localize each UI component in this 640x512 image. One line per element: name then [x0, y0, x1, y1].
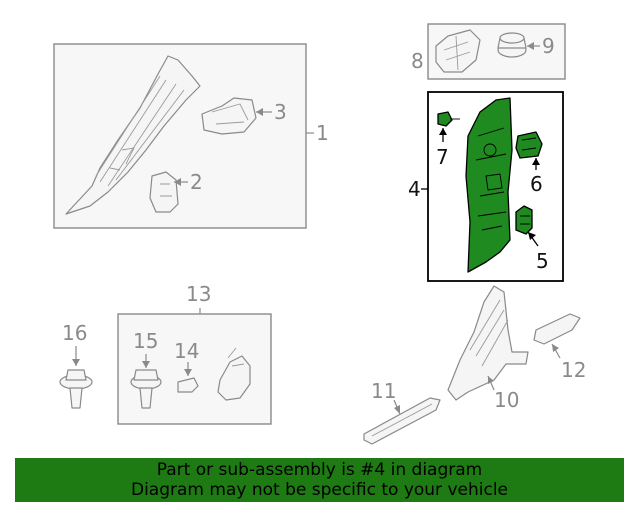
arrow-2 — [174, 178, 181, 186]
arrow-11 — [394, 405, 400, 414]
banner-line-1: Part or sub-assembly is #4 in diagram — [156, 460, 483, 480]
callout-4: 4 — [408, 177, 421, 201]
arrow-12 — [552, 344, 559, 352]
callout-1: 1 — [316, 121, 329, 145]
parts-diagram: 1 2 3 4 5 6 7 8 9 10 11 12 13 14 15 16 — [53, 23, 586, 445]
part-6-clip — [515, 131, 543, 159]
callout-10: 10 — [494, 388, 519, 412]
callout-5: 5 — [536, 249, 549, 273]
callout-13: 13 — [186, 282, 211, 306]
part-11-scuff-plate — [363, 397, 441, 445]
part-7-screw — [437, 111, 460, 127]
callout-8: 8 — [411, 49, 424, 73]
part-8-bracket — [435, 29, 481, 73]
arrow-5 — [528, 232, 536, 240]
part-15-clip — [130, 369, 162, 409]
arrow-10 — [488, 376, 494, 384]
callout-3: 3 — [274, 100, 287, 124]
arrow-16 — [72, 359, 80, 366]
banner-line-2: Diagram may not be specific to your vehi… — [130, 480, 508, 500]
pillar-upper-trim — [65, 55, 201, 215]
callout-2: 2 — [190, 170, 203, 194]
callout-11: 11 — [371, 379, 396, 403]
info-banner: Part or sub-assembly is #4 in diagram Di… — [15, 458, 624, 502]
part-5-clip — [515, 205, 533, 235]
part-3-clip — [201, 97, 257, 135]
arrow-7 — [439, 128, 447, 135]
arrow-14 — [184, 369, 192, 376]
arrow-15 — [142, 361, 150, 368]
part-9-grommet — [497, 32, 527, 58]
part-16-pushpin — [59, 369, 93, 409]
arrow-3 — [256, 108, 263, 116]
callout-16: 16 — [62, 321, 87, 345]
arrow-6 — [532, 158, 540, 165]
callout-15: 15 — [133, 329, 158, 353]
callout-12: 12 — [561, 358, 586, 382]
callout-6: 6 — [530, 172, 543, 196]
part-2-bracket — [149, 171, 179, 213]
part-10-lower-pillar-trim — [447, 285, 529, 401]
part-4-pillar-trim-highlighted — [465, 97, 513, 273]
part-13-cover — [217, 347, 251, 401]
callout-14: 14 — [174, 339, 199, 363]
part-12-trim-strip — [533, 313, 581, 345]
arrow-9 — [527, 42, 534, 50]
callout-9: 9 — [542, 34, 555, 58]
callout-7: 7 — [436, 145, 449, 169]
part-14-clip — [177, 377, 199, 393]
